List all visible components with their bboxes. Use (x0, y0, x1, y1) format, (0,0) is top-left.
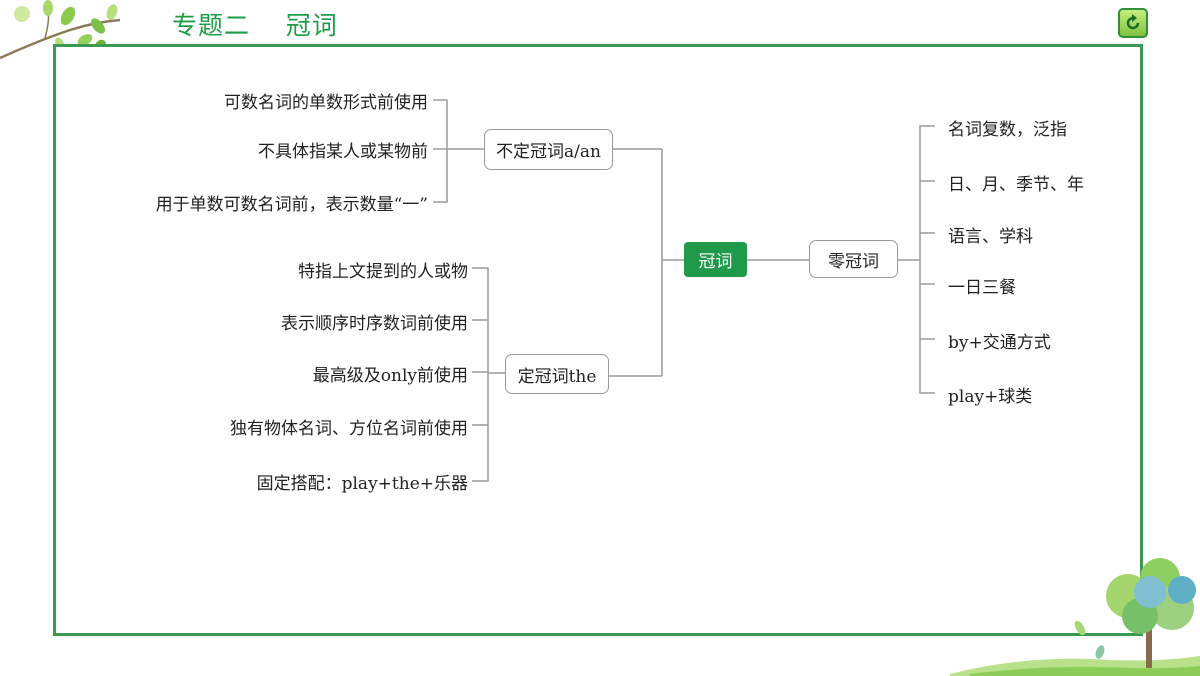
definite-item: 表示顺序时序数词前使用 (281, 314, 468, 334)
zero-item: 一日三餐 (948, 278, 1016, 298)
definite-item: 独有物体名词、方位名词前使用 (230, 419, 468, 439)
tree-decoration (950, 558, 1200, 676)
indefinite-article-node: 不定冠词a/an (484, 129, 613, 170)
zero-item: by+交通方式 (948, 333, 1051, 353)
zero-item: play+球类 (948, 387, 1033, 407)
indefinite-item: 用于单数可数名词前，表示数量“一” (155, 195, 428, 215)
definite-item: 最高级及only前使用 (312, 366, 468, 386)
zero-item: 名词复数，泛指 (948, 120, 1067, 140)
page-title: 专题二 冠词 (172, 11, 338, 40)
center-node: 冠词 (684, 242, 747, 277)
zero-article-node: 零冠词 (809, 240, 898, 278)
indefinite-item: 可数名词的单数形式前使用 (224, 93, 428, 113)
definite-item: 特指上文提到的人或物 (298, 262, 468, 282)
definite-item: 固定搭配：play+the+乐器 (256, 474, 468, 494)
zero-item: 日、月、季节、年 (948, 175, 1084, 195)
refresh-button[interactable] (1118, 8, 1148, 38)
zero-item: 语言、学科 (948, 227, 1033, 247)
definite-article-node: 定冠词the (505, 354, 609, 394)
indefinite-item: 不具体指某人或某物前 (258, 142, 428, 162)
refresh-icon (1126, 14, 1140, 30)
